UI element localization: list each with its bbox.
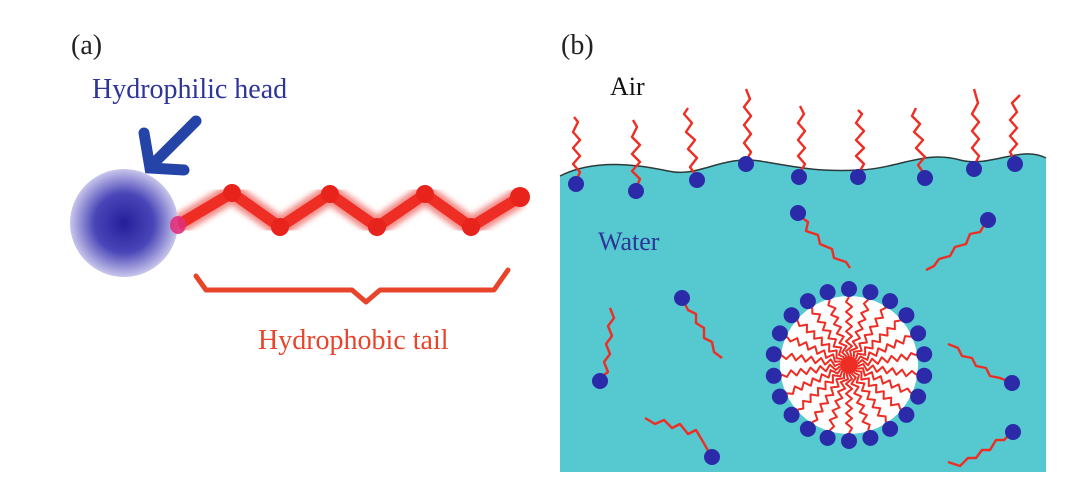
micelle-head (910, 388, 927, 405)
micelle-core (840, 356, 858, 374)
micelle-tail (786, 336, 841, 363)
water-label: Water (598, 227, 660, 256)
micelle-head (841, 281, 857, 297)
micelle-tail (857, 363, 917, 378)
micelle-head (898, 406, 915, 423)
micelle-head (799, 293, 816, 310)
micelle-head (882, 420, 899, 437)
micelle-tail (849, 299, 870, 357)
micelle-tail (852, 306, 887, 358)
micelle-head (882, 293, 899, 310)
free-surfactants (592, 205, 1021, 468)
micelle-head (916, 367, 933, 384)
panel-a-label: (a) (71, 30, 103, 61)
micelle-tail (850, 372, 871, 431)
panel-b (559, 88, 1047, 473)
micelle-head (819, 429, 836, 446)
micelle-tail (855, 369, 902, 410)
micelle-head (771, 388, 788, 405)
micelle-head (783, 307, 800, 324)
micelle-head (862, 429, 879, 446)
micelle-tail (811, 372, 846, 424)
hydrophilic-head (70, 169, 178, 277)
micelle-head (819, 284, 836, 301)
micelle-head (765, 367, 782, 384)
hydrophobic-tail-label: Hydrophobic tail (258, 325, 449, 356)
micelle-head (783, 406, 800, 423)
micelle-tail (827, 299, 848, 358)
micelle-head (862, 284, 879, 301)
micelle-tail (797, 370, 844, 411)
micelle-tail (845, 296, 853, 357)
tail-brace (193, 267, 511, 305)
micelle-tail (857, 352, 917, 367)
head-tail-junction (170, 216, 186, 234)
micelle-tail (853, 371, 887, 423)
micelle-tail (786, 368, 842, 395)
hydrophilic-head-label: Hydrophilic head (92, 74, 288, 105)
micelle-head (771, 325, 788, 342)
surface-surfactants (571, 88, 1021, 189)
micelle-tail (828, 373, 849, 431)
micelle-tail (856, 335, 912, 362)
micelle-tail (811, 307, 845, 359)
air-label: Air (610, 72, 645, 101)
micelle-head (916, 346, 933, 363)
micelle (765, 281, 933, 449)
head-arrow (138, 115, 202, 176)
micelle-tail (857, 367, 912, 394)
micelle-tail (854, 319, 901, 360)
micelle-head (898, 307, 915, 324)
micelle-head (841, 433, 857, 449)
micelle-head (765, 346, 782, 363)
surface-heads (568, 156, 1023, 199)
micelle-tail (845, 373, 853, 434)
panel-a (70, 115, 530, 305)
micelle-tail (796, 320, 843, 361)
water-surface-line (559, 153, 1047, 177)
hydrophobic-tail-chain (172, 183, 530, 237)
micelle-head (910, 325, 927, 342)
micelle-tail (781, 352, 841, 367)
panel-b-label: (b) (561, 30, 594, 61)
micelle-head (799, 420, 816, 437)
micelle-tail (781, 363, 841, 378)
